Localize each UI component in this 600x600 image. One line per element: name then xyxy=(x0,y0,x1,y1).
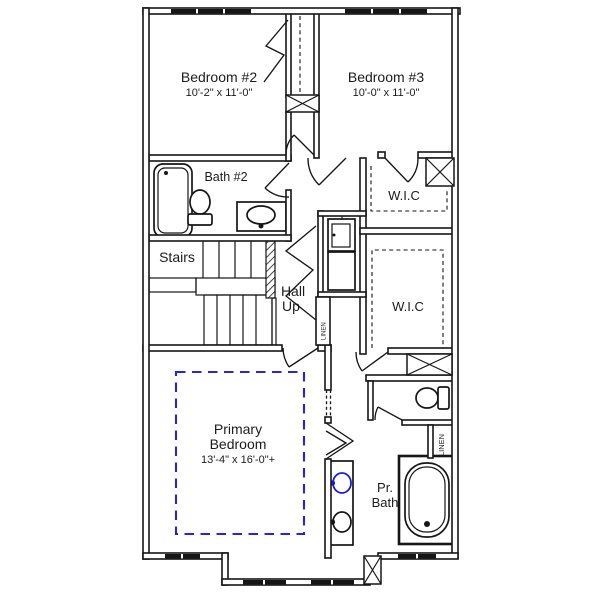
prbath-garden-tub xyxy=(397,454,457,546)
wic-bottom-door xyxy=(355,351,389,372)
bedroom2-closet-bifold xyxy=(263,19,289,83)
primary-label-line2: Bedroom xyxy=(210,436,267,452)
hall-linen-cabinet xyxy=(315,296,331,346)
primary-bedroom-door xyxy=(282,347,319,368)
wc-toilet xyxy=(415,386,450,410)
wic-top-label: W.I.C xyxy=(388,188,420,203)
wic-top-door xyxy=(384,157,419,183)
bedroom3-label: Bedroom #3 xyxy=(348,69,424,85)
prbath-sink-optional xyxy=(332,472,352,494)
x-box-markers xyxy=(285,94,455,585)
optional-wall-dashes xyxy=(325,390,332,417)
doors xyxy=(263,19,419,460)
laundry-stack-unit xyxy=(327,218,356,291)
hall-linen-label: LINEN xyxy=(322,322,328,340)
laundry-closet-doors xyxy=(284,225,317,321)
prbath-vanity xyxy=(327,460,354,546)
bedroom2-label: Bedroom #2 xyxy=(181,69,257,85)
room-labels: Bedroom #2 10'-2" x 11'-0" Bedroom #3 10… xyxy=(159,69,446,510)
prbath-label-line2: Bath xyxy=(372,495,399,510)
primary-label-line1: Primary xyxy=(214,421,262,437)
wic-bottom-label: W.I.C xyxy=(392,299,424,314)
hall-label-line1: Hall xyxy=(281,283,305,299)
stair-rail-hatch xyxy=(265,240,276,299)
bedroom2-door xyxy=(285,134,315,156)
bath2-toilet xyxy=(187,189,213,226)
bath2-label: Bath #2 xyxy=(204,170,247,184)
prbath-label-line1: Pr. xyxy=(377,480,393,495)
primary-bedroom-option-outline xyxy=(174,370,306,536)
primary-dims: 13'-4" x 16'-0"+ xyxy=(201,454,275,466)
bath2-vanity-sink xyxy=(236,201,287,232)
stairs-label: Stairs xyxy=(159,249,195,265)
prbath-sink xyxy=(332,511,352,533)
bath2-door xyxy=(264,162,290,198)
windows xyxy=(165,9,436,585)
wc-door xyxy=(374,406,403,421)
bedroom3-dims: 10'-0" x 11'-0" xyxy=(353,87,420,99)
bay-column-xbox xyxy=(363,555,382,585)
prbath-entry-doors xyxy=(325,422,355,460)
bedroom2-dims: 10'-2" x 11'-0" xyxy=(186,87,253,99)
bath2-tub xyxy=(153,163,193,238)
linen-closet-label: LINEN xyxy=(437,434,446,456)
wic-top-xbox xyxy=(425,157,455,187)
wic-bottom-xbox xyxy=(406,353,453,376)
bedroom2-closet-xbox xyxy=(285,94,320,113)
hall-label-line2: Up xyxy=(282,298,300,314)
bedroom3-door xyxy=(307,157,347,186)
